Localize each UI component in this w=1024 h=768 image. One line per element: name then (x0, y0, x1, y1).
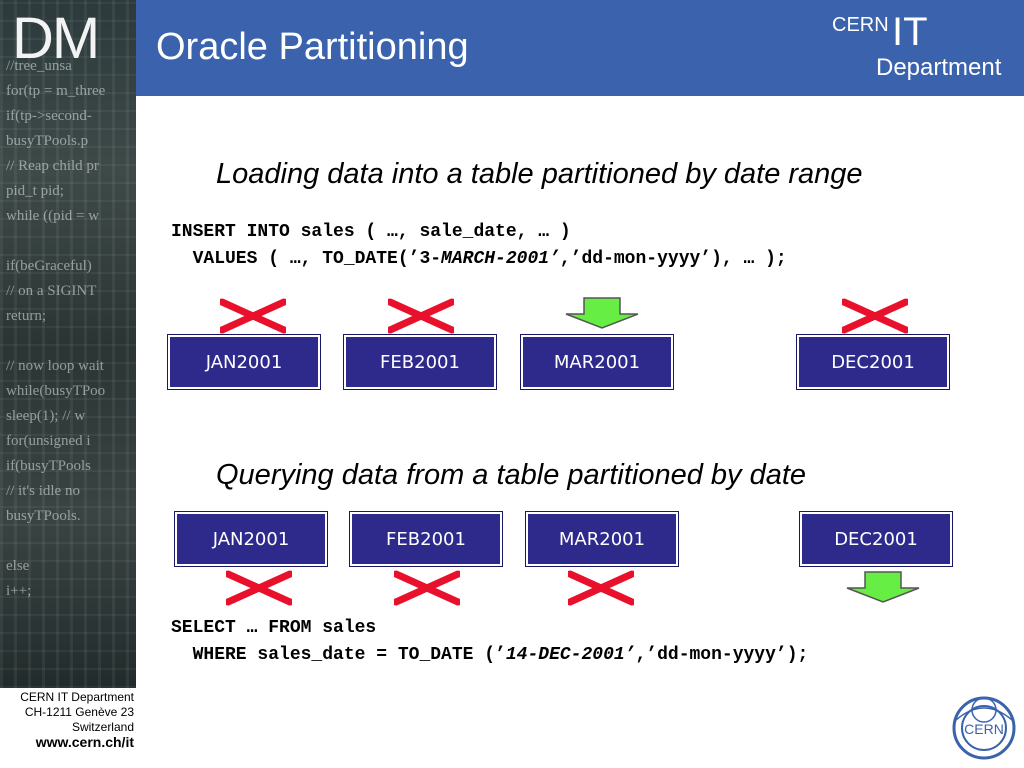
cross-icon-dec-load (842, 298, 908, 334)
section2-heading-line1: Querying data from a table partitioned b… (216, 459, 807, 491)
background-code-line: for(tp = m_three (6, 83, 106, 99)
insert-code-part-c: ,’dd-mon-yyyy’), … ); (559, 249, 787, 269)
partition-jan2001-query: JAN2001 (174, 511, 328, 567)
select-code-date: 14-DEC-2001’ (505, 645, 636, 665)
background-code-line: sleep(1); // w (6, 408, 86, 424)
background-code-line: pid_t pid; (6, 183, 64, 199)
background-code-line: // now loop wait (6, 358, 104, 374)
logo-it-text: IT (892, 10, 928, 54)
select-code-line2: WHERE sales_date = TO_DATE (’14-DEC-2001… (171, 645, 809, 665)
partition-feb2001-query: FEB2001 (349, 511, 503, 567)
down-arrow-icon-mar-load (565, 297, 639, 329)
insert-code-line1: INSERT INTO sales ( …, sale_date, … ) (171, 222, 571, 242)
partition-feb2001-load: FEB2001 (343, 334, 497, 390)
cross-icon-mar-query (568, 570, 634, 606)
background-code-line: if(tp->second- (6, 108, 92, 124)
background-code-line: busyTPools.p (6, 133, 89, 149)
svg-text:CERN: CERN (964, 721, 1004, 737)
select-code-part-c: ,’dd-mon-yyyy’); (635, 645, 809, 665)
background-code-line: return; (6, 308, 46, 324)
insert-code-line2: VALUES ( …, TO_DATE(’3-MARCH-2001’,’dd-m… (171, 249, 787, 269)
partition-dec2001-load: DEC2001 (796, 334, 950, 390)
background-code-line: //tree_unsa (6, 58, 72, 74)
cross-icon-feb-query (394, 570, 460, 606)
partition-dec2001-query: DEC2001 (799, 511, 953, 567)
footer-url-link[interactable]: www.cern.ch/it (35, 734, 134, 750)
background-code-line: if(busyTPools (6, 458, 92, 474)
background-code-line: // Reap child pr (6, 158, 99, 174)
partition-mar2001-load: MAR2001 (520, 334, 674, 390)
background-code-line: else (6, 558, 30, 574)
background-code-line: if(beGraceful) (6, 258, 92, 274)
background-code-line: // on a SIGINT (6, 283, 97, 299)
partition-mar2001-query: MAR2001 (525, 511, 679, 567)
footer-postcode: CH-1211 Genève 23 (24, 705, 134, 719)
background-code-line: busyTPools. (6, 508, 81, 524)
down-arrow-icon-dec-query (846, 571, 920, 603)
dm-logo: DM (12, 6, 100, 71)
logo-department-text: Department (876, 54, 1002, 81)
cross-icon-jan-load (220, 298, 286, 334)
left-decorative-strip: //tree_unsa for(tp = m_three if(tp->second… (0, 0, 136, 688)
background-code-line: while(busyTPoo (6, 383, 106, 399)
insert-code-date: MARCH-2001’ (441, 249, 560, 269)
footer-country: Switzerland (71, 720, 134, 734)
logo-cern-text: CERN (832, 14, 889, 36)
background-code-line: i++; (6, 583, 32, 599)
section1-heading: Loading data into a table partitioned by… (216, 158, 863, 190)
partition-jan2001-load: JAN2001 (167, 334, 321, 390)
slide-title: Oracle Partitioning (156, 26, 469, 68)
cross-icon-jan-query (226, 570, 292, 606)
cern-logo-icon: CERN (952, 696, 1016, 760)
insert-code-part-a: VALUES ( …, TO_DATE(’3- (171, 249, 442, 269)
cross-icon-feb-load (388, 298, 454, 334)
background-code-line: for(unsigned i (6, 433, 91, 449)
footer-address: CERN IT Department CH-1211 Genève 23 Swi… (0, 688, 136, 768)
cern-it-department-logo: CERN IT Department (816, 10, 1016, 84)
background-code-line: while ((pid = w (6, 208, 100, 224)
header-bar: Oracle Partitioning CERN IT Department (136, 0, 1024, 96)
select-code-line1: SELECT … FROM sales (171, 618, 377, 638)
select-code-part-a: WHERE sales_date = TO_DATE (’ (171, 645, 506, 665)
background-code-line: // it's idle no (6, 483, 80, 499)
footer-department: CERN IT Department (20, 690, 134, 704)
